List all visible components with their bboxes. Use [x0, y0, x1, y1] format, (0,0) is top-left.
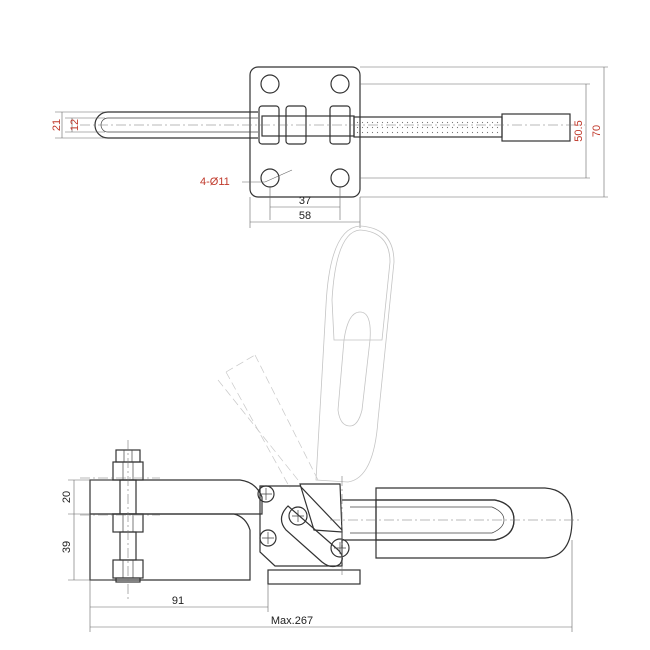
clamp-arm — [89, 479, 263, 515]
mount-hole-bl — [260, 168, 280, 188]
link-bar — [280, 505, 343, 568]
pivot-lower — [259, 529, 277, 547]
ghost-arm-cap — [225, 354, 256, 373]
base-plate — [249, 66, 361, 198]
dim-91: 91 — [172, 595, 184, 607]
mount-hole-tr — [330, 74, 350, 94]
handle-grip — [501, 113, 571, 142]
dim-37: 37 — [299, 195, 311, 207]
dim-70: 70 — [591, 125, 603, 137]
side-view: 20 39 91 Max.267 — [61, 440, 580, 632]
dim-21: 21 — [51, 119, 63, 131]
dim-50-5: 50.5 — [573, 120, 585, 141]
dim-12: 12 — [69, 119, 81, 131]
ghost-angled-arm-2 — [254, 354, 319, 481]
top-view: 21 12 50.5 70 4-Ø11 37 58 — [51, 66, 608, 228]
handle-rod-texture — [356, 119, 500, 135]
dim-39: 39 — [61, 541, 73, 553]
dim-58: 58 — [299, 210, 311, 222]
pivot-upper — [257, 485, 275, 503]
ghost-open-position — [217, 225, 395, 489]
ghost-grip — [331, 229, 391, 341]
mount-hole-br — [330, 168, 350, 188]
dim-max-267: Max.267 — [271, 615, 313, 627]
pivot-handle — [330, 538, 350, 558]
pivot-body — [261, 115, 355, 137]
side-handle-inner — [350, 506, 505, 534]
side-base-plate — [267, 569, 361, 585]
ghost-handle-upright — [315, 225, 395, 483]
hole-callout: 4-Ø11 — [200, 176, 230, 188]
mount-hole-tl — [260, 74, 280, 94]
pivot-middle — [288, 506, 308, 526]
clamp-body — [89, 513, 251, 581]
side-grip — [375, 487, 573, 559]
hole-callout-leader — [264, 169, 293, 183]
dim-20: 20 — [61, 491, 73, 503]
ghost-handle-inner — [337, 311, 371, 427]
ghost-center-line — [217, 379, 299, 481]
